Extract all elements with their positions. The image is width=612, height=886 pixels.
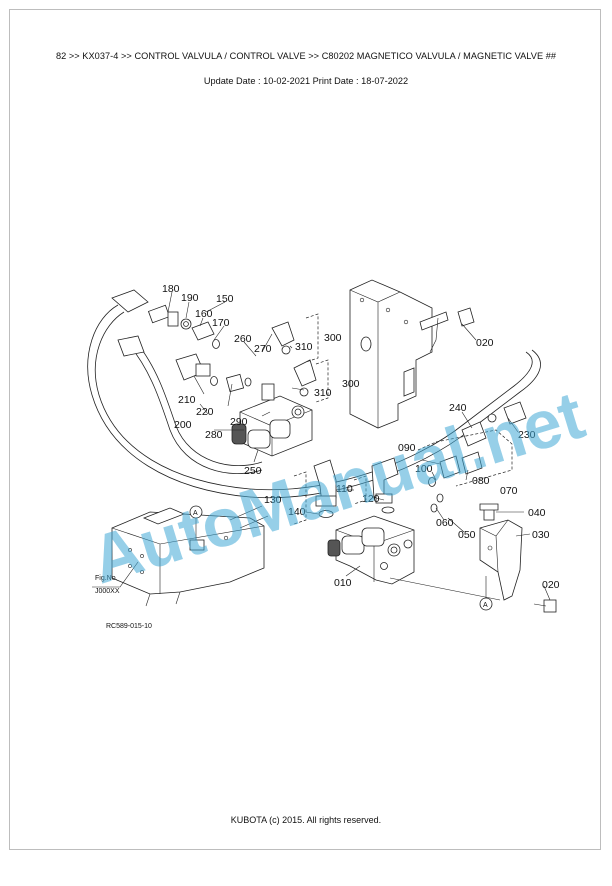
bracket-070 [435, 429, 513, 487]
callout-310-lower: 310 [314, 387, 332, 399]
callout-040: 040 [528, 507, 546, 519]
bracket-300-upper [305, 313, 319, 363]
callout-230: 230 [518, 429, 536, 441]
breadcrumb-title: 82 >> KX037-4 >> CONTROL VALVULA / CONTR… [55, 51, 557, 61]
fig-label-leader [92, 561, 139, 588]
page-frame [9, 9, 601, 850]
callout-100: 100 [415, 463, 433, 475]
callout-030: 030 [532, 529, 550, 541]
callout-140: 140 [288, 506, 306, 518]
callout-leaders [167, 291, 551, 601]
callout-210: 210 [178, 394, 196, 406]
callout-250: 250 [244, 465, 262, 477]
hose-fitting-240 [461, 401, 527, 447]
callout-070: 070 [500, 485, 518, 497]
drawing-ref-code: RC589-015-10 [106, 623, 152, 630]
callout-220: 220 [196, 406, 214, 418]
callout-110: 110 [336, 483, 353, 495]
elbow-fitting-110 [371, 457, 399, 514]
hydraulic-hose [87, 304, 541, 499]
callout-300-upper: 300 [324, 332, 342, 344]
callout-labels: 180 190 150 160 170 260 270 300 310 300 … [162, 283, 560, 591]
fig-number-code: J000XX [95, 588, 120, 595]
bracket-110 [353, 475, 367, 505]
hose-fitting-200 [117, 335, 252, 393]
fig-number-label: Fig.No. [95, 575, 118, 582]
callout-120: 120 [362, 493, 380, 505]
hose-fitting-180 [111, 289, 220, 349]
valve-bracket-030 [479, 503, 557, 613]
callout-160: 160 [195, 308, 213, 320]
mount-leader [389, 577, 501, 601]
callout-180: 180 [162, 283, 180, 295]
callout-050: 050 [458, 529, 476, 541]
callout-300-lower: 300 [342, 378, 360, 390]
callout-200: 200 [174, 419, 192, 431]
callout-290: 290 [230, 416, 248, 428]
hose-fitting-100 [428, 451, 483, 513]
callout-060: 060 [436, 517, 454, 529]
callout-280: 280 [205, 429, 223, 441]
bracket-300-lower [315, 359, 329, 403]
callout-090: 090 [398, 442, 416, 454]
callout-240: 240 [449, 402, 467, 414]
control-valve-block [231, 321, 317, 457]
callout-310-upper: 310 [295, 341, 313, 353]
copyright-footer: KUBOTA (c) 2015. All rights reserved. [230, 815, 382, 825]
leader-090 [417, 441, 437, 451]
elbow-fitting-130 [313, 459, 337, 518]
callout-190: 190 [181, 292, 199, 304]
ref-letter-a-right: A [483, 602, 488, 609]
bracket-130 [293, 471, 307, 525]
callout-020-bottom: 020 [542, 579, 560, 591]
callout-010: 010 [334, 577, 352, 589]
callout-080: 080 [472, 475, 490, 487]
magnetic-valve-010 [327, 515, 415, 585]
callout-270: 270 [254, 343, 272, 355]
callout-020-top: 020 [476, 337, 494, 349]
callout-170: 170 [212, 317, 230, 329]
callout-130: 130 [264, 494, 282, 506]
callout-260: 260 [234, 333, 252, 345]
update-print-dates: Update Date : 10-02-2021 Print Date : 18… [203, 76, 409, 86]
ref-letter-a-left: A [193, 510, 198, 517]
callout-150: 150 [216, 293, 234, 305]
mounting-bracket-plate [349, 279, 475, 429]
